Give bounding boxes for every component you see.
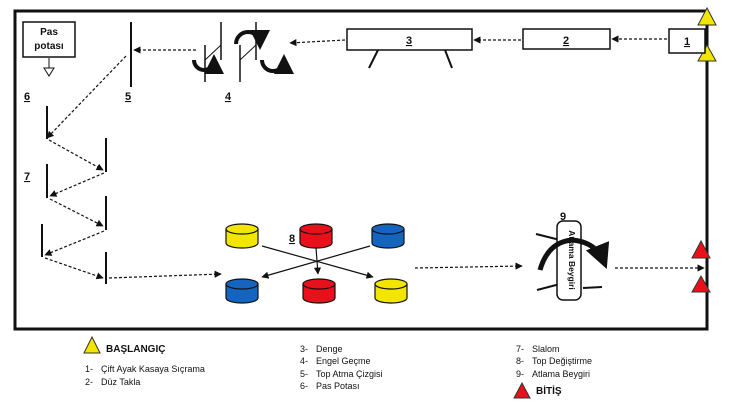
station-3-label: 3 — [406, 35, 412, 47]
slalom-path-3 — [49, 198, 104, 227]
vault-leg-right-bottom — [582, 286, 603, 289]
vault-leg-left-bottom — [536, 283, 561, 291]
station-1-box — [668, 28, 706, 54]
station-8-label: 8 — [289, 233, 295, 245]
hurdle-arrow-1-icon — [192, 54, 224, 75]
hurdle-arrow-2-icon — [234, 29, 270, 50]
legend-col1-item-2: 2- Düz Takla — [85, 377, 140, 387]
station-7-label: 7 — [24, 171, 30, 183]
legend-finish-triangle — [513, 381, 531, 399]
legend-col2-item-6: 6- Pas Potası — [300, 381, 360, 391]
ball-swap-line-2 — [261, 245, 371, 279]
hurdle-bar-1 — [204, 44, 222, 61]
legend-num: 7- — [516, 344, 525, 354]
legend-num: 1- — [85, 364, 94, 374]
legend-num: 9- — [516, 369, 525, 379]
legend-label: Çift Ayak Kasaya Sıçrama — [101, 364, 205, 374]
start-triangle-top — [697, 6, 717, 26]
hurdle-bar-2 — [239, 44, 257, 61]
slalom-path-2 — [49, 172, 105, 197]
legend-label: Düz Takla — [101, 377, 141, 387]
legend-num: 3- — [300, 344, 309, 354]
field-border — [13, 9, 709, 331]
ball-swap-line-3 — [313, 247, 322, 275]
slalom-path-1 — [48, 139, 104, 171]
cone-red-bottom-center — [302, 278, 336, 304]
station-6-basket — [22, 21, 76, 58]
legend-num: 2- — [85, 377, 94, 387]
legend-label: Pas Potası — [316, 381, 360, 391]
cone-yellow-bottom-right — [374, 278, 408, 304]
path-arrow-3-4 — [289, 39, 346, 47]
cone-blue-bottom-left — [225, 278, 259, 304]
legend-finish-title: BİTİŞ — [536, 386, 562, 397]
legend-col1-item-1: 1- Çift Ayak Kasaya Sıçrama — [85, 364, 205, 374]
legend-col2-item-3: 3- Denge — [300, 344, 343, 354]
slalom-path-5 — [44, 257, 104, 280]
basket-label-line2: potası — [34, 41, 64, 52]
cone-blue-top-right — [371, 223, 405, 249]
legend-col3-item-7: 7- Slalom — [516, 344, 560, 354]
legend-label: Slalom — [532, 344, 560, 354]
legend-label: Denge — [316, 344, 343, 354]
finish-triangle-top — [691, 239, 711, 259]
station-2-label: 2 — [563, 35, 569, 47]
cone-red-top-center — [299, 223, 333, 249]
legend-num: 5- — [300, 369, 309, 379]
vault-leg-left-top — [535, 233, 561, 241]
beam-leg-left — [368, 49, 379, 69]
legend-num: 8- — [516, 356, 525, 366]
legend-col3-item-9: 9- Atlama Beygiri — [516, 369, 590, 379]
finish-triangle-bottom — [691, 274, 711, 293]
path-arrow-5-7 — [46, 55, 127, 139]
legend-start-triangle — [83, 335, 101, 354]
legend-col2-item-4: 4- Engel Geçme — [300, 356, 371, 366]
legend-label: Atlama Beygiri — [532, 369, 591, 379]
legend-label: Top Atma Çizgisi — [316, 369, 383, 379]
vault-label: Atlama Beygiri — [567, 230, 577, 290]
station-5-label: 5 — [125, 91, 131, 103]
hurdle-arrow-3-icon — [260, 54, 294, 75]
path-arrow-8-9 — [414, 262, 523, 270]
beam-leg-right — [444, 49, 453, 69]
basket-label-line1: Pas — [40, 27, 58, 38]
legend-start-title: BAŞLANGIÇ — [106, 344, 166, 355]
station-4-label: 4 — [225, 91, 232, 103]
legend-col2-item-5: 5- Top Atma Çizgisi — [300, 369, 383, 379]
slalom-path-4 — [44, 230, 105, 256]
vault-jump-arrow-icon — [537, 237, 610, 271]
legend-num: 4- — [300, 356, 309, 366]
station-2-mat — [522, 28, 611, 50]
station-9-label: 9 — [560, 211, 566, 223]
legend-num: 6- — [300, 381, 309, 391]
station-6-label: 6 — [24, 91, 30, 103]
path-arrow-7-8 — [108, 270, 222, 279]
basket-arrow-head-icon — [43, 67, 55, 77]
legend-col3-item-8: 8- Top Değiştirme — [516, 356, 592, 366]
station-1-label: 1 — [684, 36, 690, 48]
station-3-beam — [346, 28, 473, 51]
legend-label: Engel Geçme — [316, 356, 371, 366]
cone-yellow-top-left — [225, 223, 259, 249]
legend-label: Top Değiştirme — [532, 356, 593, 366]
